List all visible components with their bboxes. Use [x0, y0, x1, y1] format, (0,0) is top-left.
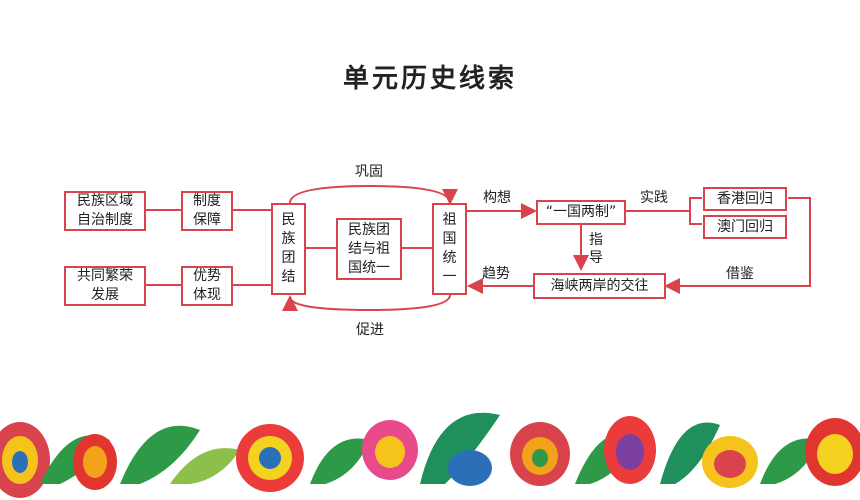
- one-country-two-systems-box: “一国两制”: [536, 200, 626, 225]
- reference-label: 借鉴: [726, 266, 754, 282]
- unity-and-reunification-box: 民族团 结与祖 国统一: [336, 218, 402, 280]
- common-prosperity-box: 共同繁荣 发展: [64, 266, 146, 306]
- autonomy-system-box: 民族区域 自治制度: [64, 191, 146, 231]
- consolidate-label: 巩固: [355, 164, 383, 180]
- conceive-label: 构想: [483, 190, 511, 206]
- floral-border-decoration: [0, 412, 860, 498]
- practice-label: 实践: [640, 190, 668, 206]
- cross-strait-exchange-box: 海峡两岸的交往: [533, 273, 666, 299]
- reunification-box: 祖 国 统 一: [432, 203, 467, 295]
- connector-lines: [146, 184, 811, 312]
- national-unity-box: 民 族 团 结: [271, 203, 306, 295]
- hongkong-return-box: 香港回归: [703, 187, 787, 211]
- guide-label: 指 导: [589, 232, 603, 266]
- system-guarantee-box: 制度 保障: [181, 191, 233, 231]
- advantage-box: 优势 体现: [181, 266, 233, 306]
- trend-label: 趋势: [482, 266, 510, 282]
- macau-return-box: 澳门回归: [703, 215, 787, 239]
- promote-label: 促进: [356, 322, 384, 338]
- page-title: 单元历史线索: [342, 64, 517, 94]
